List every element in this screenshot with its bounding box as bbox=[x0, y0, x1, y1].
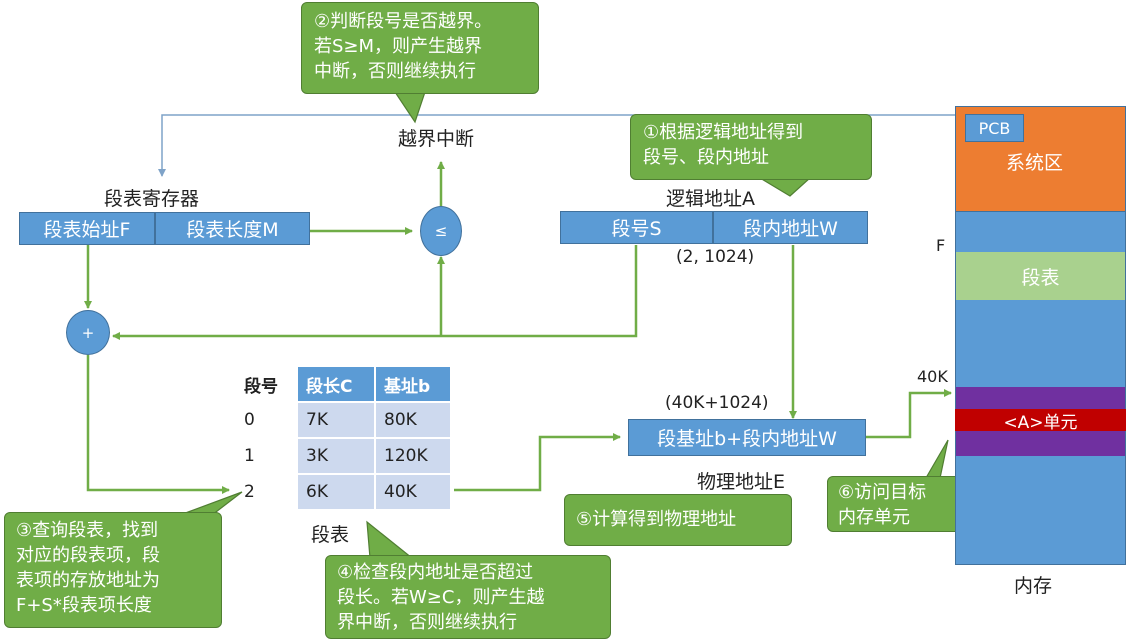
header-length: 段长C bbox=[298, 367, 374, 401]
table-row: 1 3K 120K bbox=[236, 439, 450, 473]
row-length: 6K bbox=[298, 475, 374, 509]
row-base: 80K bbox=[376, 403, 450, 437]
memory-pcb-block: PCB bbox=[965, 114, 1024, 142]
header-segno: 段号 bbox=[244, 376, 278, 397]
callout-query-table-line2: 对应的段表项，段 bbox=[16, 545, 160, 566]
callout-query-table-line3: 表项的存放地址为 bbox=[16, 570, 160, 591]
arrow-adder-to-table bbox=[86, 355, 230, 494]
callout-query-table bbox=[4, 512, 222, 628]
callout-1-tail bbox=[757, 177, 812, 197]
callout-check-length bbox=[325, 555, 611, 639]
callout-check-length-line2: 段长。若W≥C，则产生越 bbox=[337, 587, 545, 608]
logical-address-example: (2, 1024) bbox=[676, 247, 755, 267]
physical-address-label: 物理地址E bbox=[697, 471, 786, 493]
compare-operator: ≤ bbox=[420, 206, 462, 256]
segment-table: 段号 段长C 基址b 0 7K 80K 1 3K 120K 2 6K 40K bbox=[234, 365, 452, 511]
callout-check-length-line3: 界中断，否则继续执行 bbox=[337, 612, 517, 633]
callout-compute-physical-line1: ⑤计算得到物理地址 bbox=[576, 509, 737, 530]
logical-address-label: 逻辑地址A bbox=[666, 188, 755, 210]
logical-segno-field: 段号S bbox=[560, 211, 713, 244]
arrow-base-to-physical bbox=[454, 433, 621, 492]
register-start-field: 段表始址F bbox=[19, 212, 155, 245]
callout-access-unit-line2: 内存单元 bbox=[838, 507, 910, 528]
callout-query-table-line1: ③查询段表，找到 bbox=[16, 520, 159, 541]
callout-logical-address-line1: ①根据逻辑地址得到 bbox=[643, 122, 804, 143]
callout-query-table-line4: F+S*段表项长度 bbox=[16, 595, 152, 616]
row-base: 40K bbox=[376, 475, 450, 509]
line-segno-down bbox=[112, 245, 638, 340]
overflow-interrupt-label: 越界中断 bbox=[398, 128, 475, 150]
row-length: 3K bbox=[298, 439, 374, 473]
callout-check-overflow bbox=[301, 2, 539, 94]
table-row: 2 6K 40K bbox=[236, 475, 450, 509]
segment-table-header: 段号 段长C 基址b bbox=[236, 367, 450, 401]
row-segno: 0 bbox=[244, 410, 255, 430]
row-base: 120K bbox=[376, 439, 450, 473]
row-segno: 1 bbox=[244, 446, 255, 466]
arrow-physical-to-memory bbox=[866, 389, 952, 439]
header-base: 基址b bbox=[376, 367, 450, 401]
adder-operator: + bbox=[66, 310, 110, 355]
segment-table-caption: 段表 bbox=[311, 524, 350, 546]
callout-compute-physical bbox=[564, 494, 792, 546]
callout-check-overflow-line2: 若S≥M，则产生越界 bbox=[314, 36, 483, 57]
register-length-field: 段表长度M bbox=[155, 212, 310, 245]
table-row: 0 7K 80K bbox=[236, 403, 450, 437]
memory-segment-table-area: 段表 bbox=[956, 252, 1125, 300]
callout-access-unit-line1: ⑥访问目标 bbox=[838, 482, 927, 503]
memory-40k-marker: 40K bbox=[917, 367, 948, 386]
physical-address-example: (40K+1024) bbox=[665, 393, 769, 413]
callout-2-tail bbox=[393, 91, 426, 124]
segment-register-label: 段表寄存器 bbox=[104, 188, 200, 210]
logical-offset-field: 段内地址W bbox=[713, 211, 868, 244]
callout-4-tail bbox=[366, 520, 414, 559]
row-segno: 2 bbox=[244, 482, 255, 502]
memory-target-unit: <A>单元 bbox=[955, 409, 1126, 433]
callout-logical-address bbox=[630, 114, 872, 180]
callout-check-length-line1: ④检查段内地址是否超过 bbox=[337, 562, 534, 583]
memory-system-area-label: 系统区 bbox=[1006, 152, 1064, 174]
callout-logical-address-line2: 段号、段内地址 bbox=[643, 147, 769, 168]
memory-caption: 内存 bbox=[1014, 575, 1053, 597]
memory-f-marker: F bbox=[936, 236, 946, 255]
physical-address-field: 段基址b+段内地址W bbox=[628, 419, 866, 456]
memory-system-area-divider bbox=[956, 211, 1125, 212]
callout-check-overflow-line3: 中断，否则继续执行 bbox=[314, 61, 476, 82]
row-length: 7K bbox=[298, 403, 374, 437]
callout-check-overflow-line1: ②判断段号是否越界。 bbox=[314, 11, 493, 32]
